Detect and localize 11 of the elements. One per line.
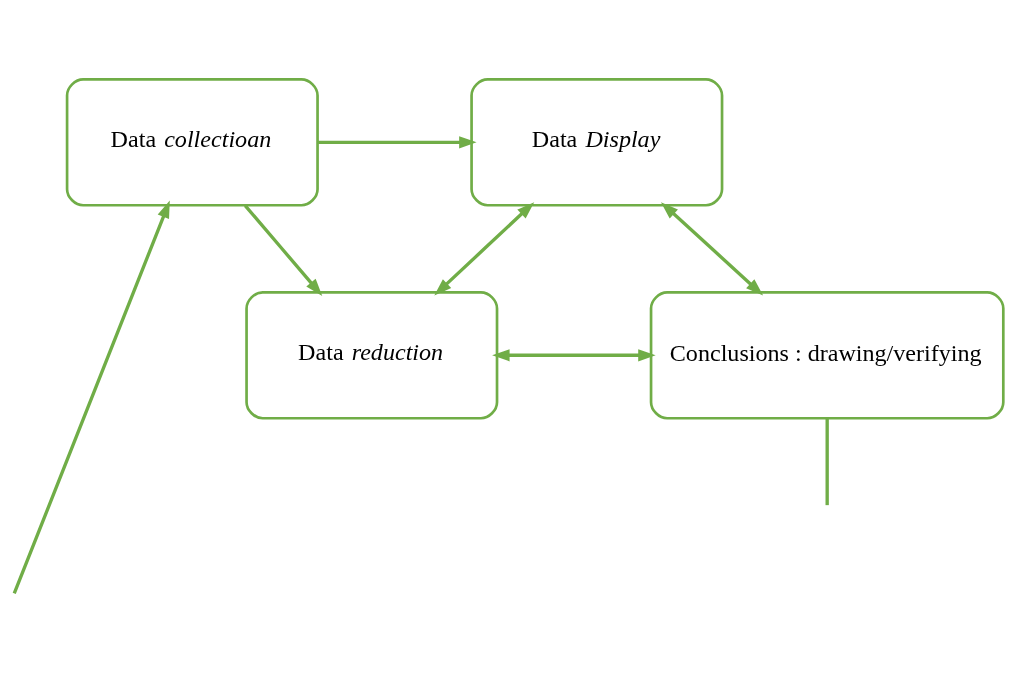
node-box: Data Display [470, 78, 724, 207]
arrow [317, 136, 477, 149]
node-box: Data collectioan [65, 78, 319, 207]
node-box: Data reduction [245, 291, 499, 420]
node-box: Conclusions : drawing/verifying [649, 291, 1005, 420]
arrow [492, 349, 656, 362]
connector [825, 418, 829, 506]
arrow [434, 202, 535, 296]
arrow [12, 200, 170, 595]
arrow [243, 204, 323, 296]
arrow [660, 202, 764, 296]
